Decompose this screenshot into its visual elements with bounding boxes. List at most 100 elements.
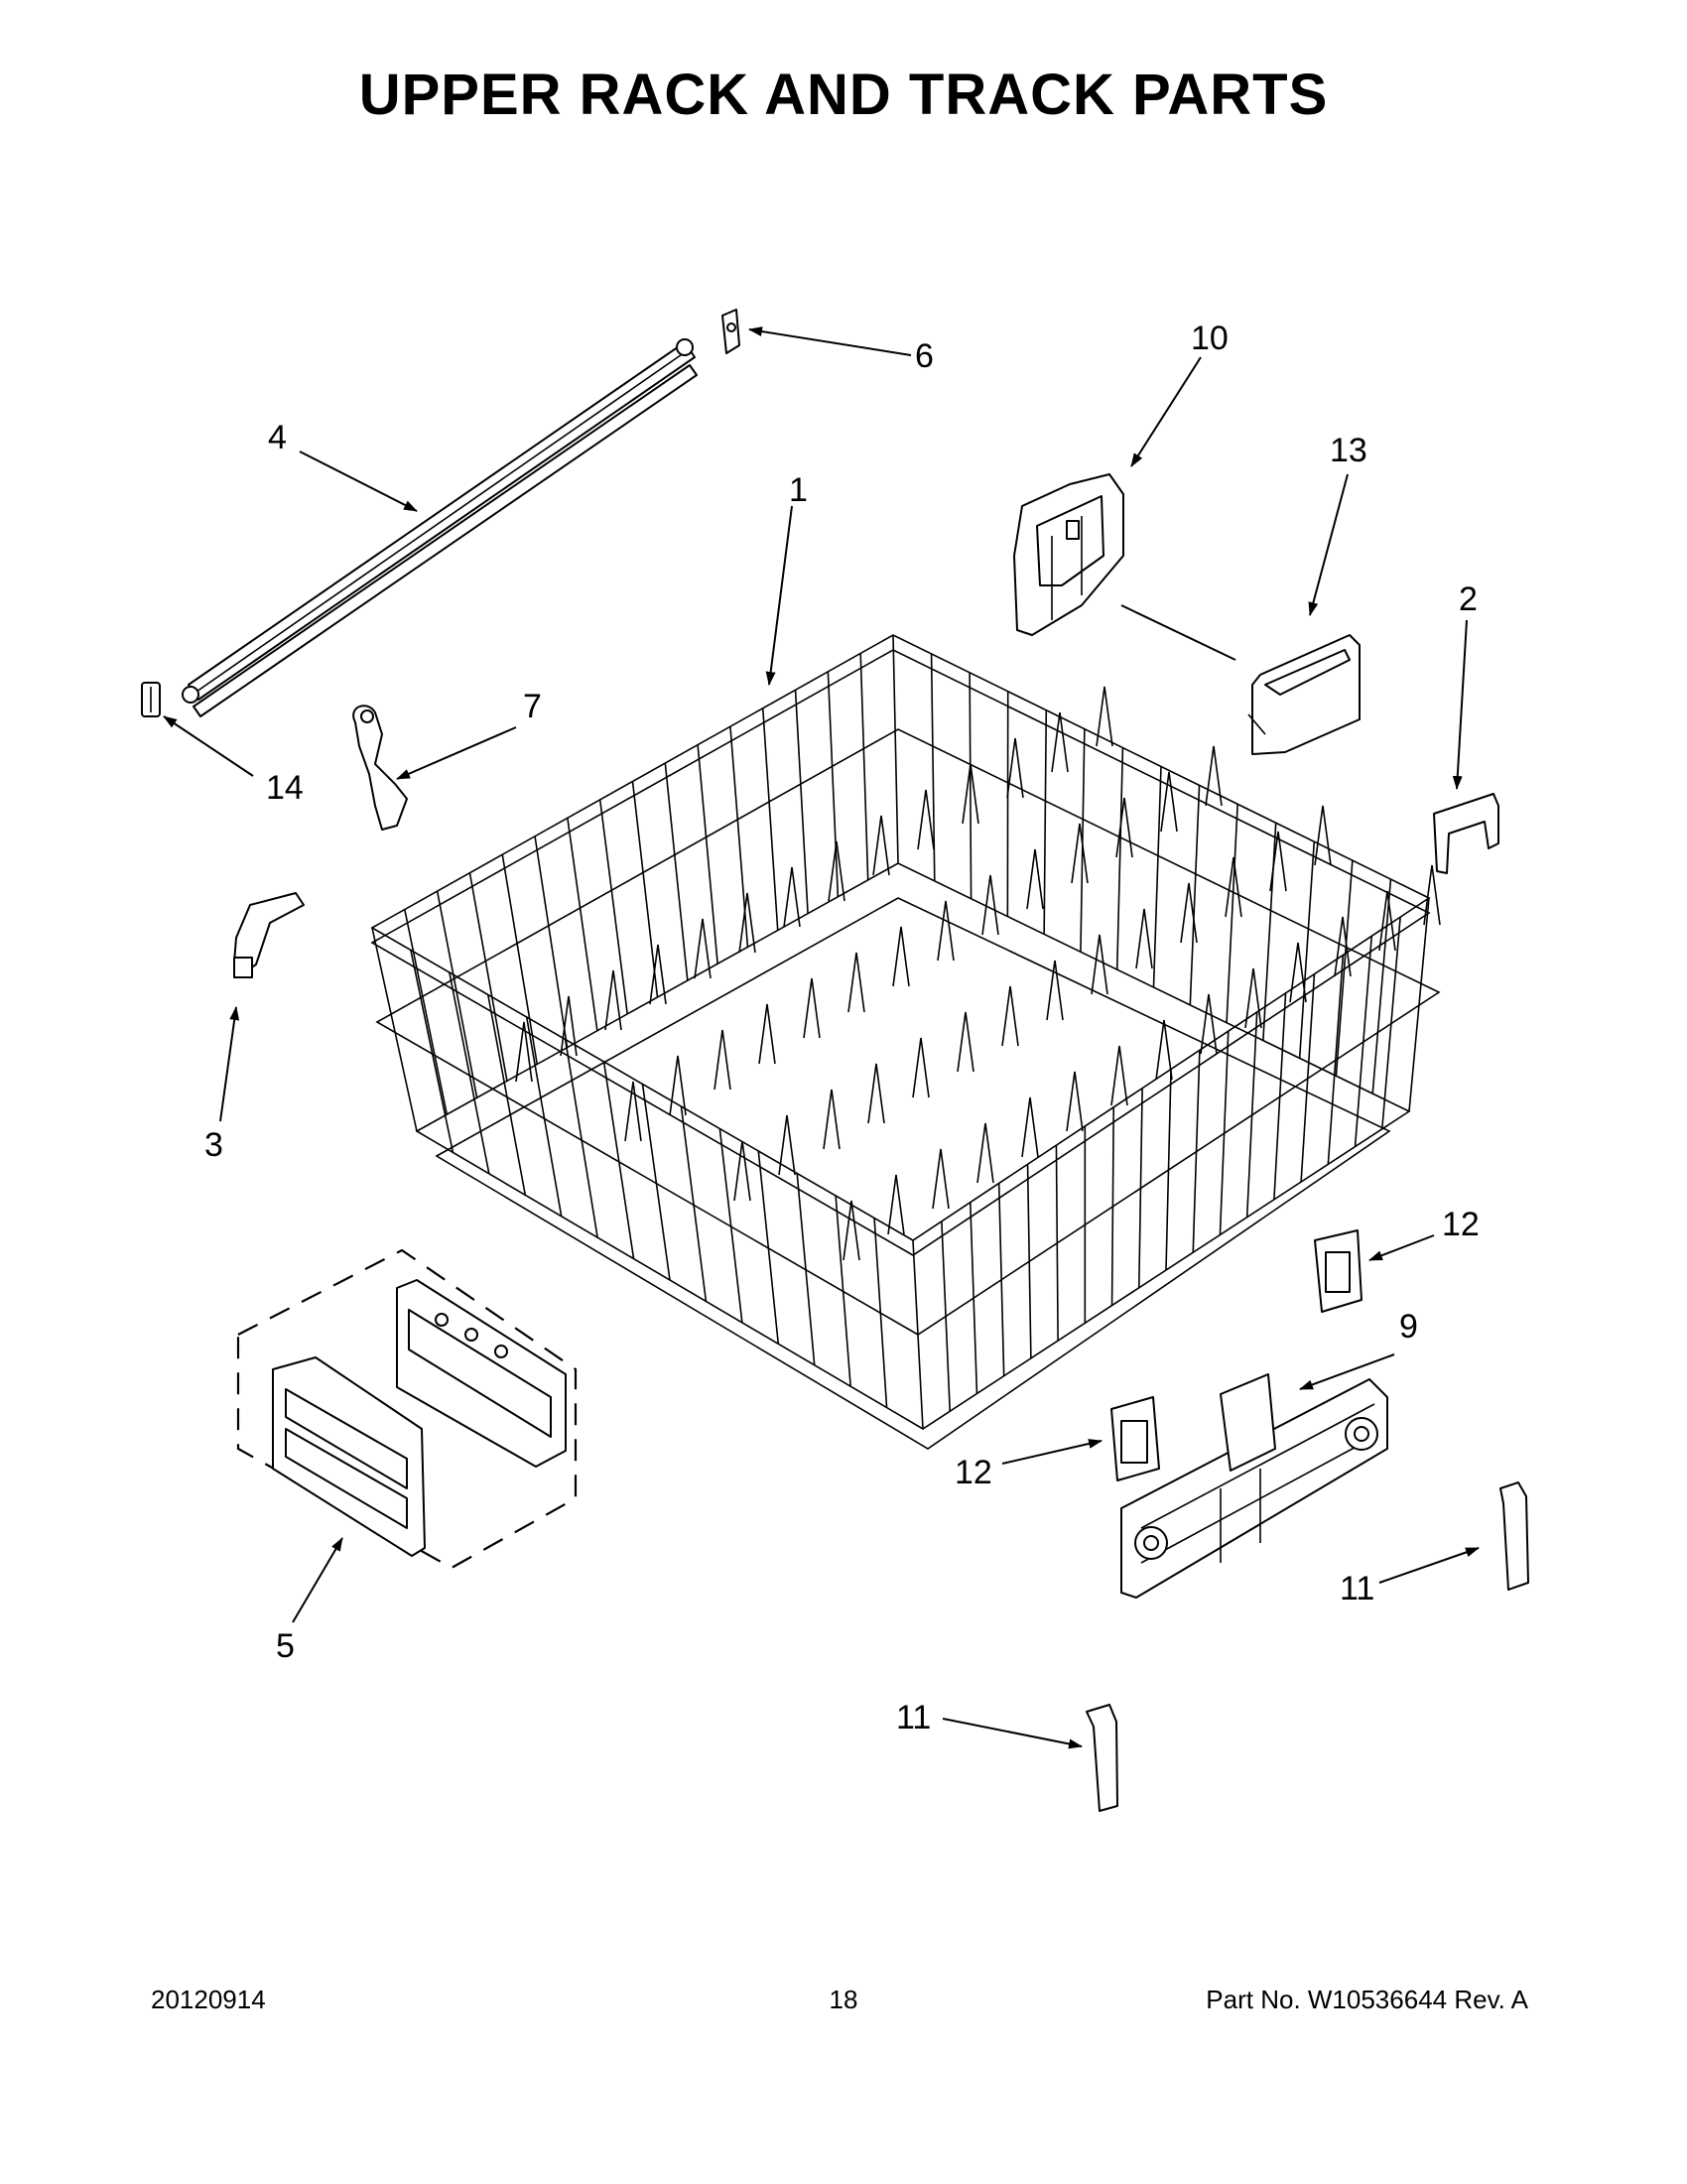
- part-2-end-clip: [1433, 793, 1499, 874]
- rack-wire: [436, 890, 478, 1098]
- rack-tine: [912, 1037, 930, 1098]
- footer-date: 20120914: [151, 1985, 266, 2014]
- part-5-adjuster-assembly: [236, 1248, 578, 1570]
- rack-wire: [567, 818, 598, 1031]
- rack-wire: [1192, 1050, 1201, 1253]
- rack-tine: [515, 1021, 533, 1083]
- leader-lines: [163, 326, 1480, 1749]
- rack-wire: [1189, 785, 1201, 1005]
- part-3-adjuster-lever: [233, 892, 305, 978]
- callout-5: 5: [276, 1627, 295, 1665]
- part-7-clip: [352, 705, 408, 831]
- part-14-end-cap: [141, 682, 161, 717]
- callout-4: 4: [268, 419, 287, 456]
- part-1-upper-rack: [370, 634, 1441, 1450]
- rack-tine: [1026, 848, 1044, 910]
- part-12-stop-clip-lower: [1110, 1396, 1160, 1481]
- part-9-track-assembly: [1120, 1373, 1388, 1599]
- rack-wire: [1226, 804, 1238, 1023]
- rack-wire: [718, 1128, 743, 1323]
- part-6-rail-stop: [721, 309, 740, 354]
- rack-tine: [937, 900, 955, 962]
- rack-wire: [1137, 1088, 1143, 1288]
- rack-tine: [867, 1063, 885, 1124]
- rack-wire: [1300, 973, 1316, 1183]
- rack-tine: [1110, 1045, 1128, 1106]
- rack-tine: [1205, 745, 1223, 807]
- rack-tine: [1180, 882, 1198, 944]
- rack-wire: [930, 653, 936, 881]
- rack-wire: [564, 1039, 598, 1238]
- part-11-track-end-bottom: [1086, 1704, 1118, 1812]
- rack-tine: [1071, 823, 1089, 884]
- rack-tine: [823, 1089, 841, 1150]
- rack-wire: [1043, 709, 1048, 935]
- rack-wire: [1110, 1106, 1115, 1306]
- rack-tine: [778, 1114, 796, 1176]
- rack-wire: [941, 1220, 952, 1412]
- callout-6: 6: [915, 337, 934, 375]
- rack-tine: [1135, 908, 1153, 969]
- rack-wire: [1371, 879, 1392, 1094]
- rack-wire: [1273, 992, 1287, 1200]
- rack-tine: [843, 1200, 860, 1261]
- rack-tine: [560, 995, 578, 1057]
- rack-wire: [1245, 1011, 1258, 1218]
- rack-tine: [828, 840, 845, 902]
- rack-tine: [669, 1055, 687, 1116]
- rack-tine: [604, 969, 622, 1031]
- rack-tine: [1314, 805, 1332, 866]
- rack-wire: [602, 1061, 635, 1259]
- footer-page-number: 18: [829, 1985, 858, 2014]
- callout-2: 2: [1459, 580, 1478, 618]
- callout-10: 10: [1191, 320, 1229, 357]
- rack-wire: [827, 671, 840, 897]
- rack-tine: [1001, 985, 1019, 1047]
- rack-wire: [969, 1202, 978, 1394]
- rack-tine: [1289, 942, 1307, 1003]
- callout-3: 3: [204, 1126, 223, 1164]
- rack-wire: [1152, 766, 1162, 988]
- rack-tine: [1334, 916, 1352, 977]
- rack-tine: [649, 944, 667, 1005]
- rack-tine: [872, 815, 890, 876]
- rack-tine: [962, 763, 979, 825]
- rack-wire: [835, 1195, 851, 1387]
- rack-wire: [410, 950, 454, 1153]
- rack-wire: [997, 1183, 1005, 1376]
- rack-wire: [534, 835, 569, 1048]
- rack-wire: [631, 781, 659, 998]
- rack-wire: [664, 762, 689, 981]
- callout-1: 1: [789, 471, 808, 509]
- rack-wire: [1165, 1069, 1172, 1271]
- rack-tine: [1021, 1096, 1039, 1158]
- rack-tine: [892, 926, 910, 987]
- rack-tine: [803, 977, 821, 1039]
- rack-wire: [404, 909, 449, 1115]
- callout-12-upper: 12: [1442, 1206, 1480, 1243]
- callout-12-lower: 12: [955, 1454, 992, 1491]
- rack-wire: [1026, 1164, 1032, 1358]
- rack-tine: [1269, 831, 1287, 892]
- part-13-bracket-cover: [1247, 634, 1361, 755]
- part-10-bracket: [1013, 473, 1124, 636]
- rack-wire: [1335, 860, 1354, 1077]
- rack-tine: [957, 1011, 974, 1073]
- rack-wire: [1298, 841, 1316, 1059]
- rack-tine: [1006, 737, 1024, 799]
- rack-wire: [598, 799, 628, 1014]
- rack-tine: [1225, 856, 1242, 918]
- rack-wire: [969, 672, 973, 899]
- rack-tine: [1244, 967, 1262, 1029]
- rack-tine: [1155, 1019, 1173, 1081]
- rack-wire: [859, 653, 869, 880]
- rack-tine: [1096, 686, 1113, 747]
- part-4-track-rail: [182, 338, 698, 717]
- rack-tine: [783, 866, 801, 928]
- footer-part-number: Part No. W10536644 Rev. A: [1206, 1985, 1528, 2014]
- rack-wire: [1262, 823, 1277, 1041]
- rack-tine: [1160, 771, 1178, 833]
- rack-wire: [1380, 917, 1401, 1129]
- rack-tine: [624, 1081, 642, 1142]
- rack-wire: [1327, 955, 1345, 1165]
